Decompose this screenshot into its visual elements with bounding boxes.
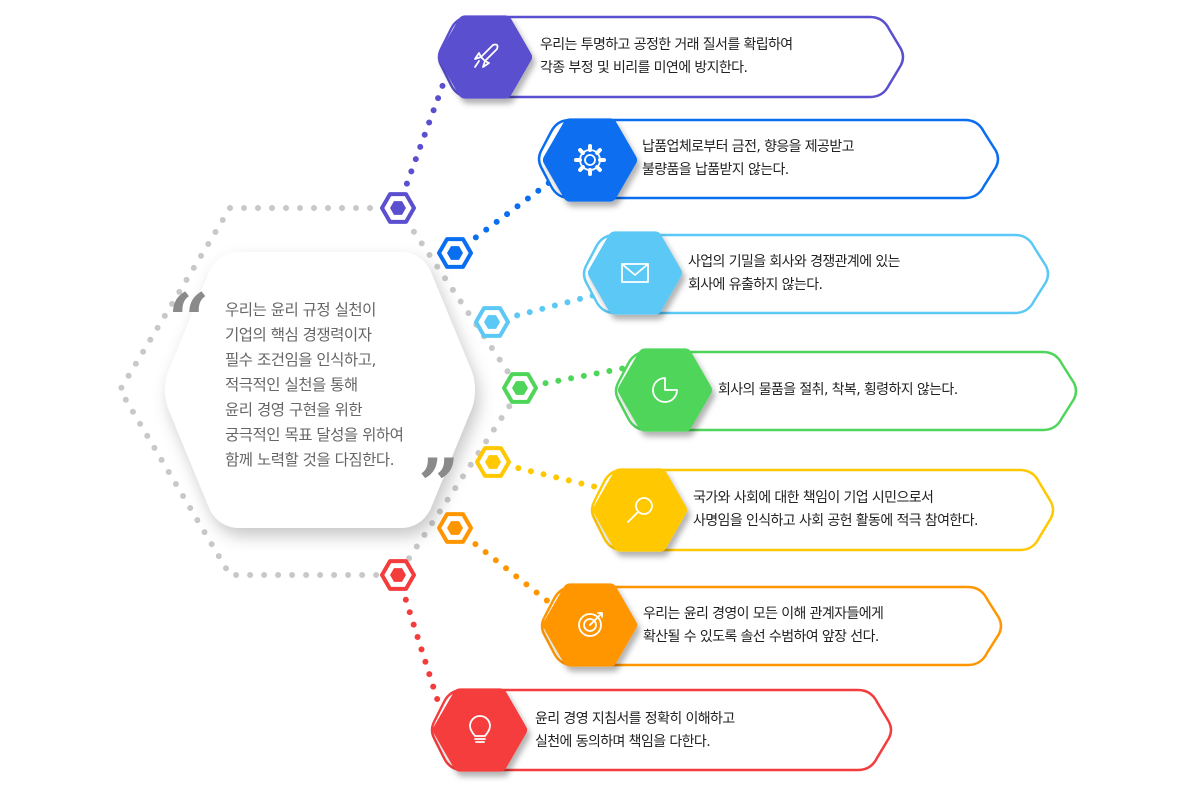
center-line: 함께 노력할 것을 다짐한다. bbox=[225, 451, 395, 469]
item-card-outline bbox=[540, 585, 1003, 667]
dotted-hexagon-outline bbox=[116, 205, 524, 578]
connector-dots bbox=[395, 572, 443, 711]
item-line: 납품업체로부터 금전, 향응을 제공받고 bbox=[642, 139, 854, 155]
marker-hexagon-core bbox=[485, 455, 501, 469]
item-line: 회사에 유출하지 않는다. bbox=[688, 277, 823, 293]
icon-hexagon bbox=[433, 688, 527, 772]
magnifier-icon bbox=[627, 497, 653, 523]
item-card-2 bbox=[537, 118, 1000, 202]
center-line: 적극적인 실천을 통해 bbox=[225, 376, 358, 394]
item-line: 사명임을 인식하고 사회 공헌 활동에 적극 참여한다. bbox=[693, 513, 978, 529]
icon-hexagon bbox=[543, 118, 637, 202]
connector-dots bbox=[395, 76, 448, 211]
center-line: 우리는 윤리 규정 실천이 bbox=[225, 301, 376, 319]
marker-hexagon-core bbox=[390, 201, 406, 215]
connector-dots bbox=[489, 292, 598, 325]
center-hexagon bbox=[165, 252, 475, 528]
icon-hexagon bbox=[588, 231, 682, 315]
marker-hexagon-core bbox=[447, 521, 463, 535]
item-card-outline bbox=[590, 468, 1055, 552]
item-line: 각종 부정 및 비리를 미연에 방지한다. bbox=[540, 60, 748, 76]
item-line: 우리는 윤리 경영이 모든 이해 관계자들에게 bbox=[643, 606, 884, 622]
center-line: 윤리 경영 구현을 위한 bbox=[225, 401, 363, 419]
open-quote-mark: “ bbox=[168, 277, 209, 362]
item-card-outline bbox=[614, 350, 1078, 432]
item-card-outline bbox=[430, 688, 893, 772]
connector-dots bbox=[517, 365, 628, 391]
item-card-outline bbox=[437, 15, 905, 99]
connector-dots bbox=[452, 525, 553, 606]
icon-hexagon bbox=[438, 15, 532, 99]
mail-icon bbox=[621, 263, 649, 283]
item-card-6 bbox=[540, 583, 1003, 667]
item-line: 윤리 경영 지침서를 정확히 이해하고 bbox=[535, 711, 735, 727]
marker-hexagon-core bbox=[447, 246, 463, 260]
gear-icon bbox=[574, 144, 606, 176]
item-line: 확산될 수 있도록 솔선 수범하여 앞장 선다. bbox=[643, 629, 879, 645]
icon-hexagon bbox=[593, 468, 687, 552]
rocket-icon bbox=[474, 43, 499, 68]
marker-hexagon-core bbox=[512, 381, 528, 395]
marker-hexagon-core bbox=[390, 568, 406, 582]
connector-dots bbox=[452, 179, 553, 256]
item-card-7 bbox=[430, 688, 893, 772]
item-card-outline bbox=[582, 233, 1050, 315]
item-card-4 bbox=[614, 348, 1078, 432]
lightbulb-icon bbox=[469, 715, 491, 743]
item-card-5 bbox=[590, 468, 1055, 552]
target-icon bbox=[578, 612, 603, 637]
center-line: 필수 조건임을 인식하고, bbox=[225, 351, 376, 369]
close-quote-mark: ” bbox=[418, 442, 459, 527]
item-line: 우리는 투명하고 공정한 거래 질서를 확립하여 bbox=[540, 37, 793, 53]
item-line: 국가와 사회에 대한 책임이 기업 시민으로서 bbox=[693, 490, 934, 506]
item-card-1 bbox=[437, 15, 905, 99]
item-4-text: 회사의 물품을 절취, 착복, 횡령하지 않는다. bbox=[718, 379, 958, 402]
item-card-3 bbox=[582, 231, 1050, 315]
connector-dots bbox=[490, 459, 603, 491]
center-statement: 우리는 윤리 규정 실천이 기업의 핵심 경쟁력이자 필수 조건임을 인식하고,… bbox=[225, 298, 404, 473]
center-line: 기업의 핵심 경쟁력이자 bbox=[225, 326, 372, 344]
item-card-outline bbox=[537, 118, 1000, 200]
marker-hexagon-core bbox=[484, 315, 500, 329]
pie-chart-icon bbox=[652, 377, 678, 403]
item-line: 회사의 물품을 절취, 착복, 횡령하지 않는다. bbox=[718, 382, 958, 398]
item-line: 불량품을 납품받지 않는다. bbox=[642, 162, 789, 178]
item-line: 사업의 기밀을 회사와 경쟁관계에 있는 bbox=[688, 254, 900, 270]
item-line: 실천에 동의하며 책임을 다한다. bbox=[535, 734, 711, 750]
center-line: 궁극적인 목표 달성을 위하여 bbox=[225, 426, 404, 444]
